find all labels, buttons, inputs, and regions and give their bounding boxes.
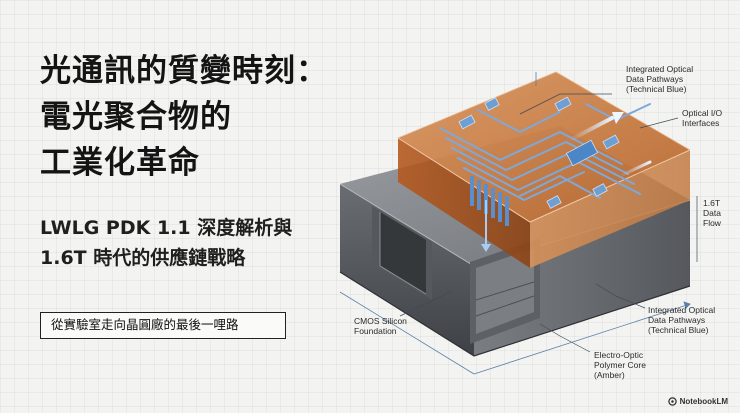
notebooklm-logo-icon — [667, 397, 677, 406]
callout-polymer-core: Electro-Optic Polymer Core (Amber) — [594, 350, 646, 380]
title-line-1: 光通訊的質變時刻： — [40, 53, 328, 89]
callout-optical-pathways-top: Integrated Optical Data Pathways (Techni… — [626, 64, 694, 94]
callout-data-flow: 1.6T Data Flow — [703, 198, 721, 228]
modulator-array — [470, 176, 509, 226]
callout-leaders — [399, 93, 698, 353]
callout-cmos-silicon: CMOS Silicon Foundation — [354, 316, 407, 336]
data-flow-arrows — [481, 112, 652, 252]
page-title: 光通訊的質變時刻： 電光聚合物的 工業化革命 — [40, 48, 380, 186]
title-line-3: 工業化革命 — [40, 145, 200, 181]
subtitle-line-1: LWLG PDK 1.1 深度解析與 — [40, 217, 293, 239]
title-line-2: 電光聚合物的 — [40, 99, 232, 135]
electro-optic-polymer-core — [397, 71, 691, 268]
brand-name: NotebookLM — [679, 397, 728, 406]
page-subtitle: LWLG PDK 1.1 深度解析與 1.6T 時代的供應鏈戰略 — [40, 213, 360, 273]
subtitle-line-2: 1.6T 時代的供應鏈戰略 — [40, 247, 246, 269]
callout-optical-io: Optical I/O Interfaces — [682, 108, 723, 128]
callout-optical-pathways-bottom: Integrated Optical Data Pathways (Techni… — [648, 305, 716, 335]
tagline-box: 從實驗室走向晶圓廠的最後一哩路 — [40, 312, 286, 339]
brand-mark: NotebookLM — [667, 397, 728, 406]
optical-components — [458, 96, 620, 209]
dimension-arrows — [339, 72, 691, 375]
